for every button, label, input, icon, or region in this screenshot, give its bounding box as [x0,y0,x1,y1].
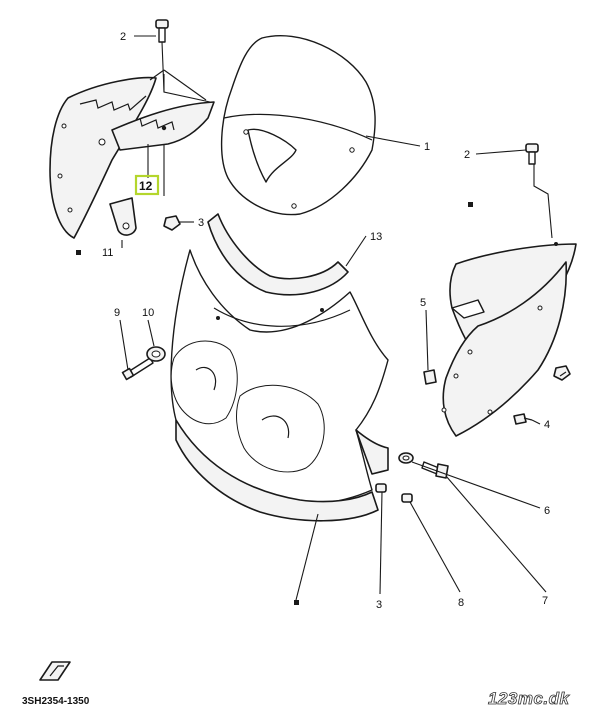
reference-marker [468,202,473,207]
nut-3-right[interactable] [553,365,571,381]
washer-6[interactable] [398,452,414,464]
screw-4[interactable] [513,413,533,425]
callout-4[interactable]: 4 [544,419,550,431]
windshield[interactable] [220,35,376,216]
callout-11[interactable]: 11 [102,247,113,259]
highlight-box [134,174,160,196]
watermark: 123mc.dk [488,689,571,708]
screw-8[interactable] [401,493,413,503]
callout-3-upper[interactable]: 3 [198,217,204,229]
main-cowling[interactable] [170,249,389,522]
nut-3-upper[interactable] [163,215,181,231]
callout-12[interactable]: 12 [139,179,153,193]
callout-2-left[interactable]: 2 [120,31,126,43]
part-code: 3SH2354-1350 [22,696,90,707]
leader-lines [119,35,567,601]
small-bracket-11[interactable] [109,197,137,236]
callout-13[interactable]: 13 [370,231,382,243]
left-side-cover[interactable] [49,76,157,239]
screw-2-left[interactable] [155,19,169,43]
callout-labels: 2 1 2 12 3 11 13 9 10 5 4 6 7 8 3 [102,31,550,611]
right-side-cover[interactable] [441,242,577,437]
callout-2-right[interactable]: 2 [464,149,470,161]
callout-9[interactable]: 9 [114,307,120,319]
callout-8[interactable]: 8 [458,597,464,609]
reference-marker [294,600,299,605]
screw-2-right[interactable] [525,143,539,165]
clip-5[interactable] [423,369,437,385]
reference-marker [76,250,81,255]
callout-5[interactable]: 5 [420,297,426,309]
callout-3-lower[interactable]: 3 [376,599,382,611]
screw-3-lower[interactable] [375,483,387,493]
callout-1[interactable]: 1 [424,141,430,153]
upper-bracket[interactable] [111,101,215,151]
callout-7[interactable]: 7 [542,595,548,607]
stay-13[interactable] [207,213,349,296]
front-direction-icon [39,661,71,681]
callout-10[interactable]: 10 [142,307,154,319]
bolt-9[interactable] [121,357,154,381]
grommet-10[interactable] [146,346,166,362]
callout-6[interactable]: 6 [544,505,550,517]
